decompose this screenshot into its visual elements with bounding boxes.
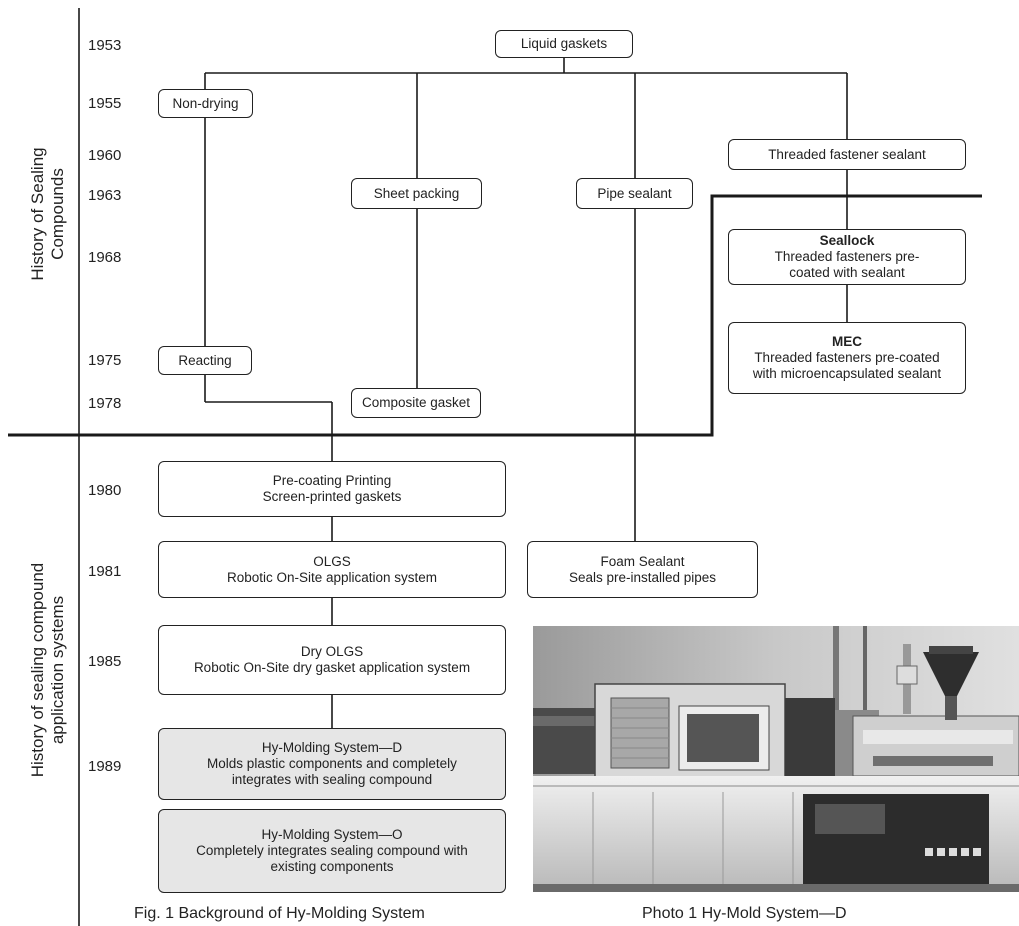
year-label: 1989 [88,758,122,775]
figure-caption: Fig. 1 Background of Hy-Molding System [134,905,425,922]
year-label: 1981 [88,563,122,580]
box-hy-molding-system-o: Hy-Molding System—O Completely integrate… [158,809,506,893]
year-label: 1980 [88,482,122,499]
box-composite-gasket: Composite gasket [351,388,481,418]
box-reacting: Reacting [158,346,252,375]
box-liquid-gaskets: Liquid gaskets [495,30,633,58]
box-threaded-fastener-sealant: Threaded fastener sealant [728,139,966,170]
box-pipe-sealant: Pipe sealant [576,178,693,209]
photo-hy-mold-system [533,626,1019,892]
year-label: 1978 [88,395,122,412]
box-foam-sealant: Foam Sealant Seals pre-installed pipes [527,541,758,598]
year-label: 1955 [88,95,122,112]
box-sheet-packing: Sheet packing [351,178,482,209]
box-precoating-printing: Pre-coating Printing Screen-printed gask… [158,461,506,517]
box-olgs: OLGS Robotic On-Site application system [158,541,506,598]
side-label-sealing-compounds: History of Sealing Compounds [28,147,67,281]
era-divider [8,194,982,437]
machine-illustration [533,626,1019,892]
year-label: 1960 [88,147,122,164]
year-label: 1975 [88,352,122,369]
box-non-drying: Non-drying [158,89,253,118]
side-label-application-systems: History of sealing compound application … [28,562,67,778]
year-label: 1968 [88,249,122,266]
year-label: 1985 [88,653,122,670]
box-seallock: Seallock Threaded fasteners pre- coated … [728,229,966,285]
box-dry-olgs: Dry OLGS Robotic On-Site dry gasket appl… [158,625,506,695]
photo-caption: Photo 1 Hy-Mold System—D [642,905,847,922]
box-hy-molding-system-d: Hy-Molding System—D Molds plastic compon… [158,728,506,800]
year-label: 1953 [88,37,122,54]
box-mec: MEC Threaded fasteners pre-coated with m… [728,322,966,394]
year-label: 1963 [88,187,122,204]
